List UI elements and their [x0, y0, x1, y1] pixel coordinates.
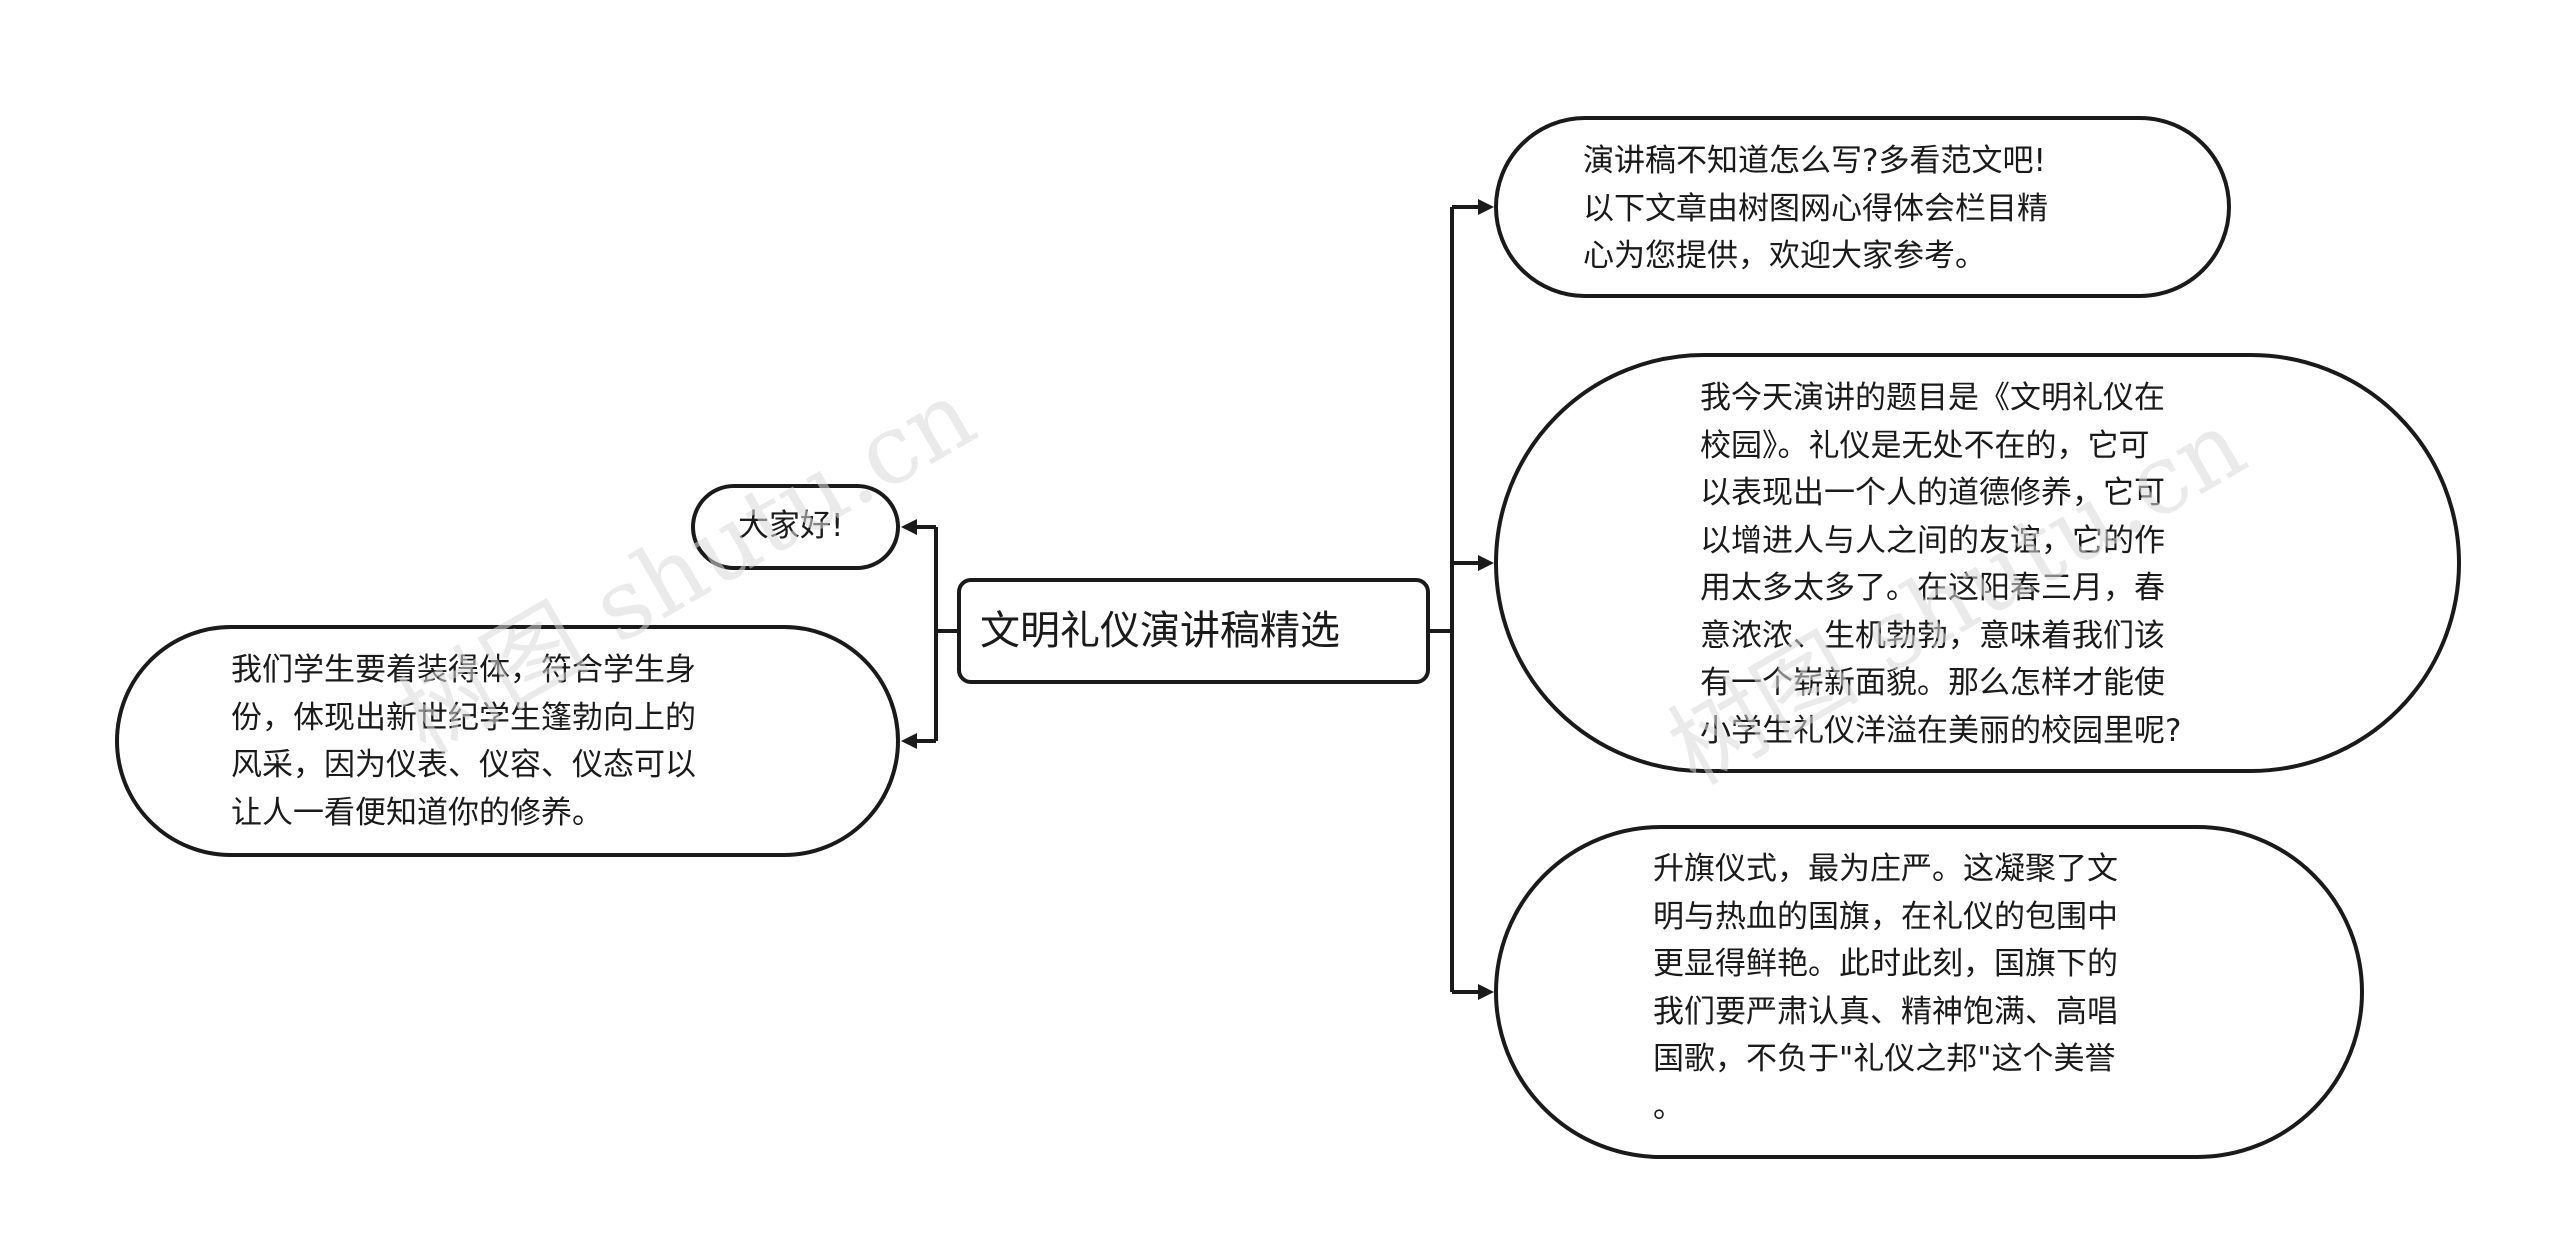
right-node-2-box[interactable] — [1494, 353, 2461, 773]
root-node-label: 文明礼仪演讲稿精选 — [980, 608, 1340, 654]
arrowhead-left-1 — [901, 519, 917, 535]
connector-root-to-right — [1428, 205, 1480, 994]
arrowhead-left-2 — [901, 733, 917, 749]
arrowhead-right-2 — [1478, 555, 1494, 571]
left-node-1-text: 大家好! — [738, 508, 844, 544]
connector-root-to-left — [916, 525, 959, 743]
right-node-1-text: 演讲稿不知道怎么写?多看范文吧! 以下文章由树图网心得体会栏目精 心为您提供，欢… — [1583, 143, 2048, 274]
root-node-box[interactable] — [957, 578, 1430, 684]
right-node-3-text: 升旗仪式，最为庄严。这凝聚了文 明与热血的国旗，在礼仪的包围中 更显得鲜艳。此时… — [1653, 851, 2118, 1125]
right-node-2-text: 我今天演讲的题目是《文明礼仪在 校园》。礼仪是无处不在的，它可 以表现出一个人的… — [1700, 380, 2182, 749]
right-node-1-box[interactable] — [1494, 116, 2231, 298]
left-node-2-text: 我们学生要着装得体，符合学生身 份，体现出新世纪学生篷勃向上的 风采，因为仪表、… — [231, 652, 696, 831]
left-node-1-box[interactable] — [691, 484, 900, 570]
arrowhead-right-1 — [1478, 199, 1494, 215]
arrowhead-right-3 — [1478, 984, 1494, 1000]
left-node-2-box[interactable] — [115, 625, 900, 857]
right-node-3-box[interactable] — [1494, 825, 2364, 1159]
